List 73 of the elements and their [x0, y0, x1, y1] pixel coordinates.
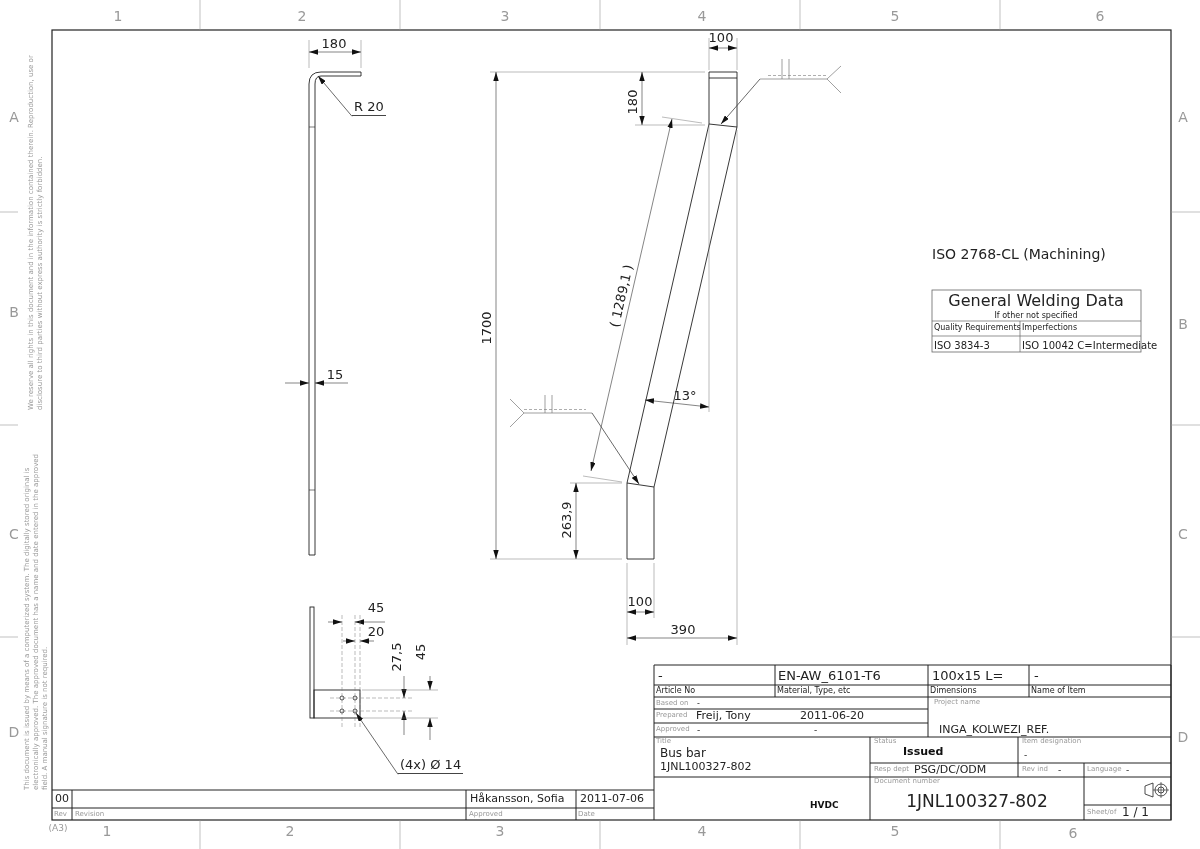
- title-block-text: -: [658, 668, 663, 684]
- leader-label: R 20: [352, 100, 386, 117]
- sheet-size-label: (A3): [48, 824, 68, 834]
- title-block-text: 00: [55, 792, 69, 806]
- dimension-label: 45: [367, 600, 385, 616]
- grid-reference: 3: [495, 824, 505, 840]
- grid-reference: 3: [500, 9, 510, 25]
- title-block-text: -: [814, 726, 818, 736]
- weld-symbol-drawing: [509, 394, 593, 428]
- title-block-text: -: [697, 699, 700, 709]
- grid-reference: B: [1178, 317, 1188, 333]
- table-text: Quality Requirements: [934, 323, 1021, 333]
- grid-reference: 4: [697, 824, 707, 840]
- dimension-label: ( 1289,1 ): [607, 263, 637, 329]
- leader-label: (4x) Ø 14: [398, 758, 464, 775]
- grid-reference: D: [1177, 730, 1189, 746]
- grid-reference: 2: [297, 9, 307, 25]
- title-block-text: INGA_KOLWEZI_REF.: [939, 723, 1050, 737]
- dimension-label: 390: [670, 622, 696, 638]
- title-block-text: -: [1058, 766, 1062, 776]
- title-block-text: PSG/DC/ODM: [914, 763, 987, 777]
- grid-reference: 6: [1068, 826, 1078, 842]
- table-text: If other not specified: [994, 311, 1078, 321]
- grid-reference: A: [1178, 110, 1188, 126]
- title-block-text: Dimensions: [930, 686, 977, 696]
- grid-reference: D: [8, 725, 20, 741]
- title-block-text: Article No: [656, 686, 696, 696]
- title-block-text: Material, Type, etc: [777, 686, 851, 696]
- grid-reference: 5: [890, 9, 900, 25]
- title-block-text: 1 / 1: [1122, 806, 1149, 820]
- title-block-text: Name of Item: [1031, 686, 1086, 696]
- dimension-label: 100: [708, 30, 734, 46]
- title-block-text: -: [1024, 751, 1028, 761]
- grid-reference: A: [9, 110, 19, 126]
- title-block-text: Issued: [903, 745, 944, 759]
- dimension-label: 100: [627, 594, 653, 610]
- table-text: Imperfections: [1022, 323, 1078, 333]
- grid-reference: 4: [697, 9, 707, 25]
- title-block-text: HVDC: [810, 801, 839, 811]
- grid-reference: 6: [1095, 9, 1105, 25]
- title-block-text: EN-AW_6101-T6: [778, 668, 881, 684]
- table-text: General Welding Data: [948, 292, 1124, 310]
- table-text: ISO 10042 C=Intermediate: [1022, 339, 1158, 351]
- title-block-text: Håkansson, Sofia: [470, 792, 565, 806]
- dimension-label: 13°: [673, 388, 697, 404]
- grid-reference: 5: [890, 824, 900, 840]
- dimension-label: 27,5: [389, 642, 405, 672]
- title-block-text: -: [1034, 668, 1039, 684]
- title-block-text: 100x15 L=: [932, 668, 1004, 684]
- tolerance-note: ISO 2768-CL (Machining): [932, 247, 1106, 263]
- dimension-label: 180: [625, 89, 641, 115]
- dimension-label: 20: [367, 624, 385, 640]
- title-block-text: 2011-07-06: [580, 792, 644, 806]
- grid-reference: 1: [113, 9, 123, 25]
- title-block-text: -: [697, 726, 701, 736]
- dimension-label: 45: [413, 643, 429, 661]
- title-block-text: 1JNL100327-802: [906, 791, 1048, 811]
- grid-reference: C: [1178, 527, 1188, 543]
- grid-reference: B: [9, 305, 19, 321]
- grid-reference: C: [9, 527, 19, 543]
- grid-reference: 1: [102, 824, 112, 840]
- grid-reference: 2: [285, 824, 295, 840]
- title-block-text: 1JNL100327-802: [660, 760, 752, 774]
- title-block-text: Freij, Tony: [696, 709, 751, 723]
- title-block-text: 2011-06-20: [800, 709, 864, 723]
- dimension-label: 180: [321, 36, 347, 52]
- title-block-text: -: [1126, 766, 1130, 776]
- weld-symbol-drawing: [759, 58, 842, 94]
- title-block-text: Bus bar: [660, 747, 706, 761]
- dimension-label: 15: [326, 367, 344, 383]
- dimension-label: 263,9: [559, 501, 575, 539]
- table-text: ISO 3834-3: [934, 339, 990, 351]
- dimension-label: 1700: [479, 311, 495, 345]
